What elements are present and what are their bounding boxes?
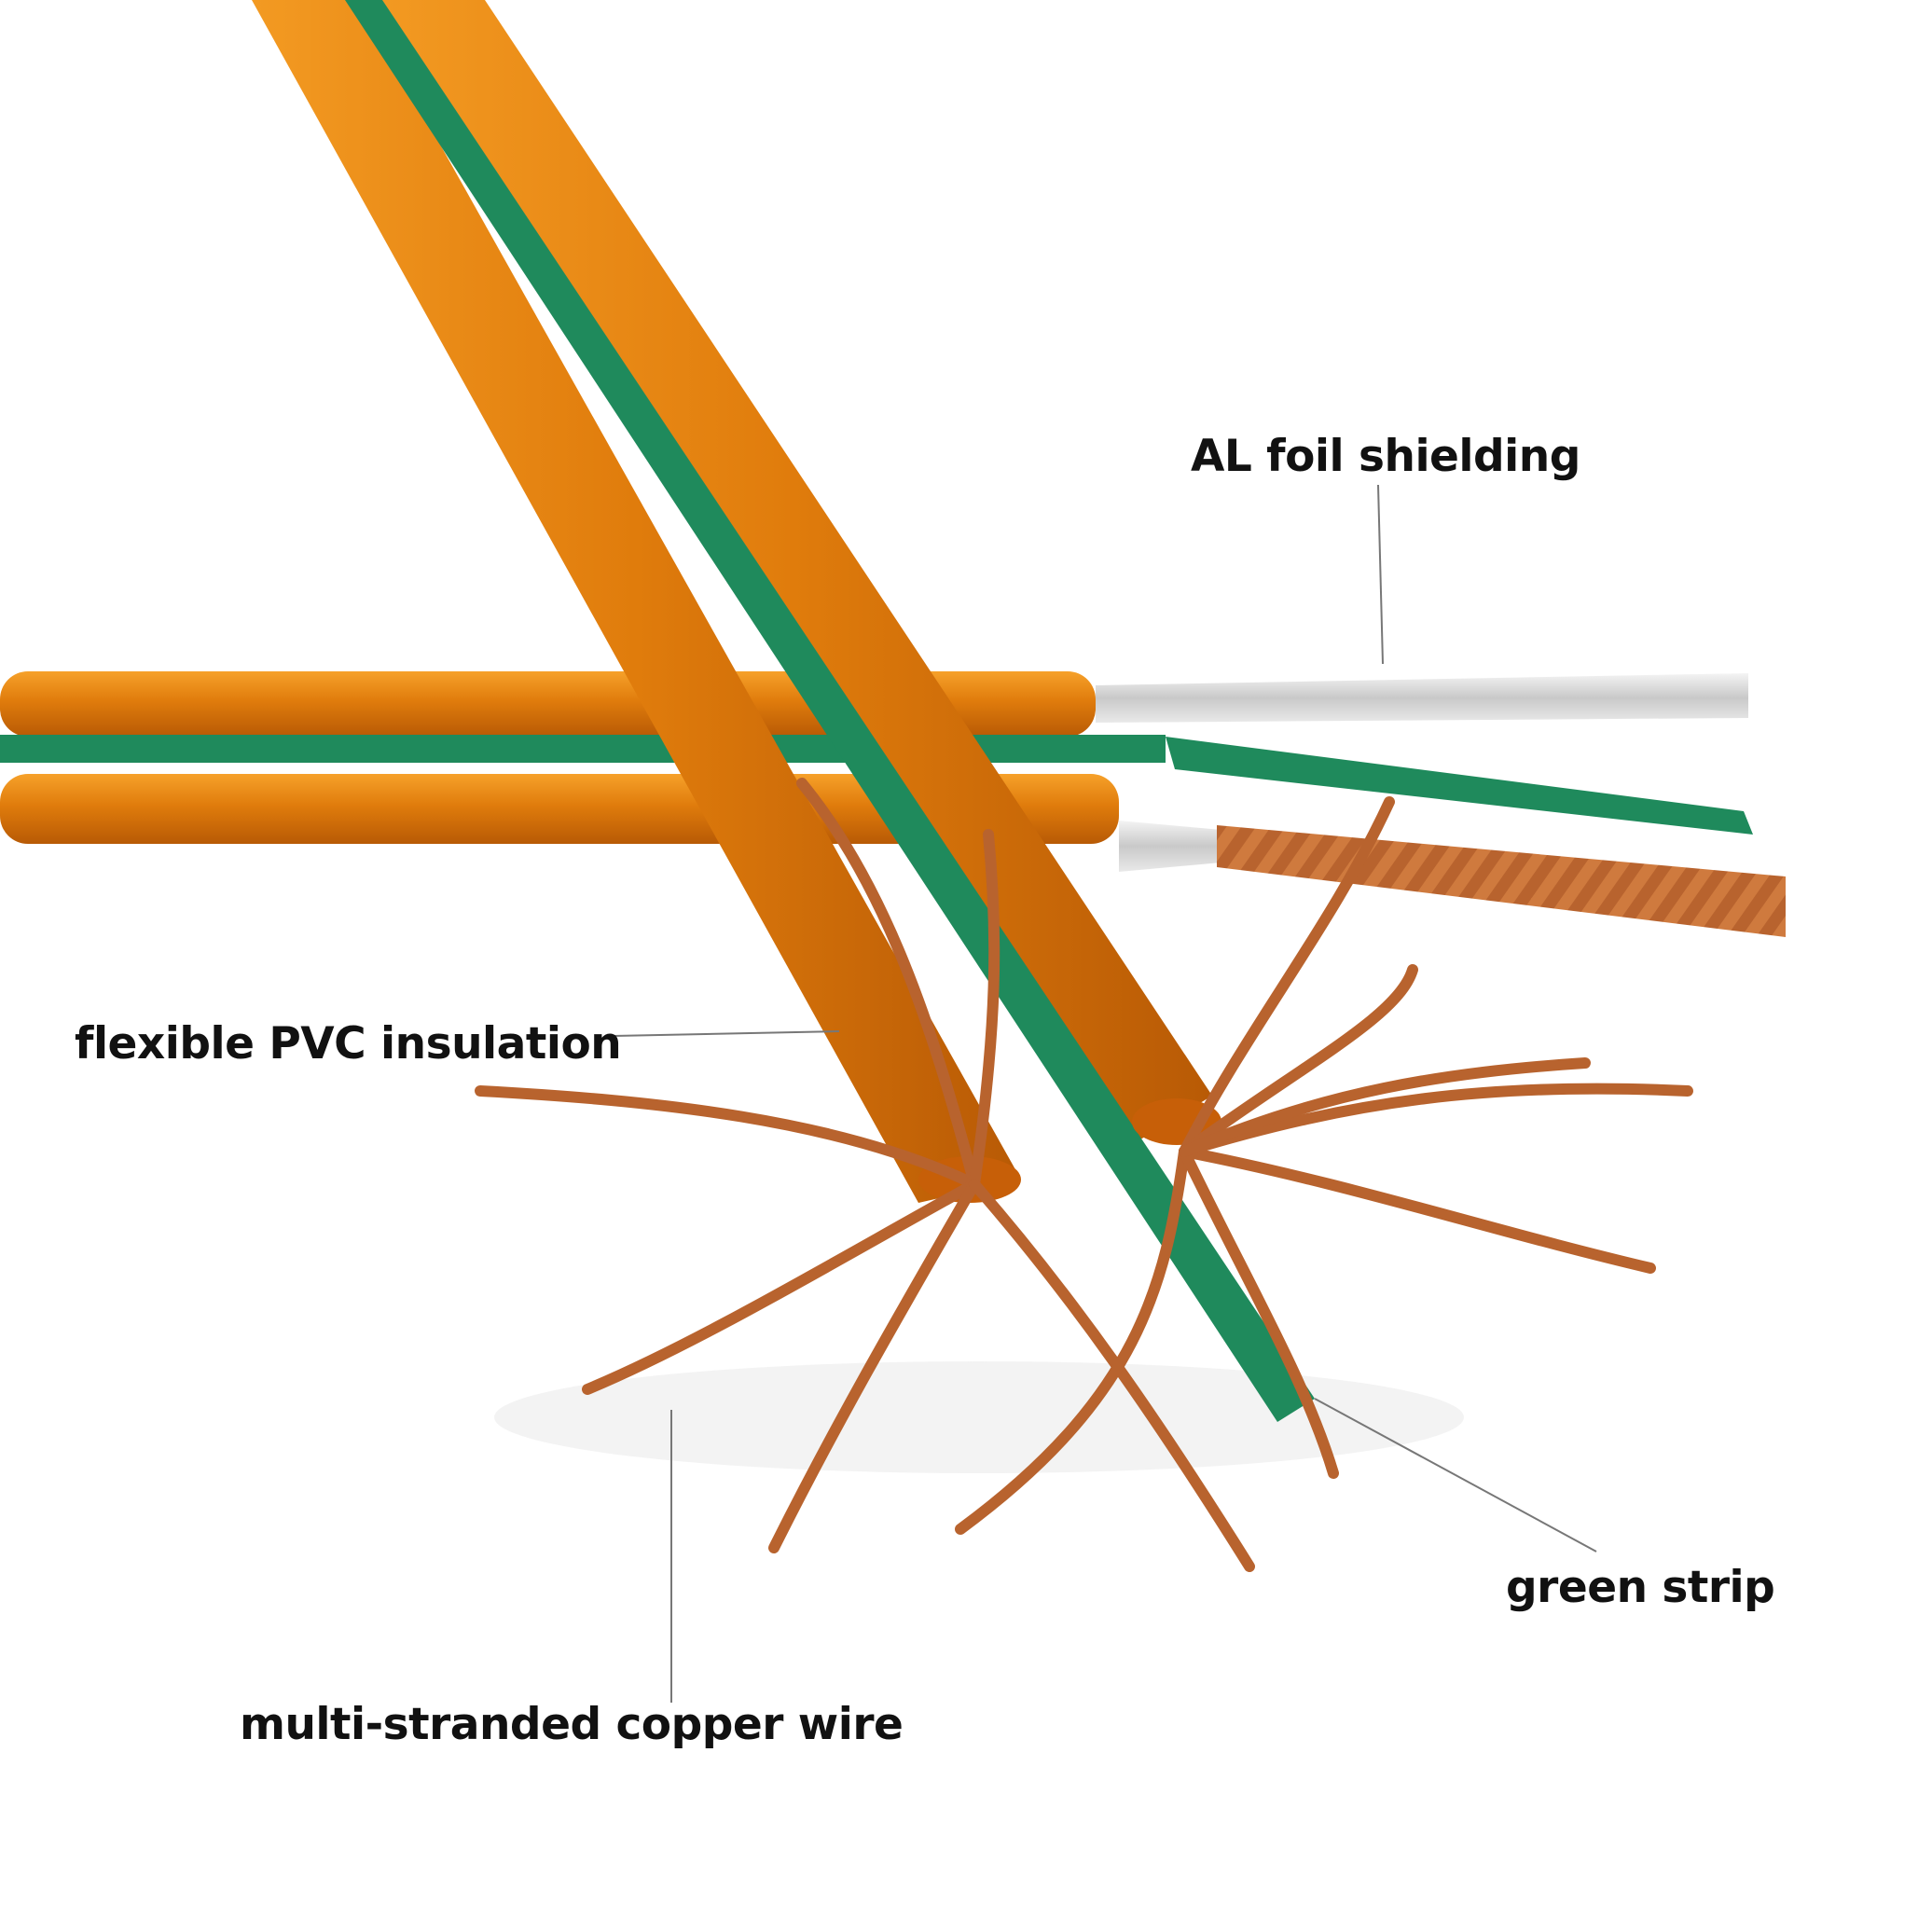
diagonal-cable [252,0,1315,1422]
copper-strands [475,778,1693,1572]
leader-lines [613,484,1597,1703]
copper-braid-end [1217,825,1786,937]
cable-shadows [494,1361,1464,1473]
label-pvc-insulation: flexible PVC insulation [75,1018,622,1070]
label-green-strip: green strip [1506,1562,1775,1613]
leader-pvc [613,1030,840,1037]
leader-green-strip [1314,1398,1597,1552]
leader-al-foil [1377,484,1384,665]
al-foil-end [1096,673,1748,723]
label-al-foil-shielding: AL foil shielding [1191,431,1580,482]
label-copper-wire: multi-stranded copper wire [240,1699,904,1750]
